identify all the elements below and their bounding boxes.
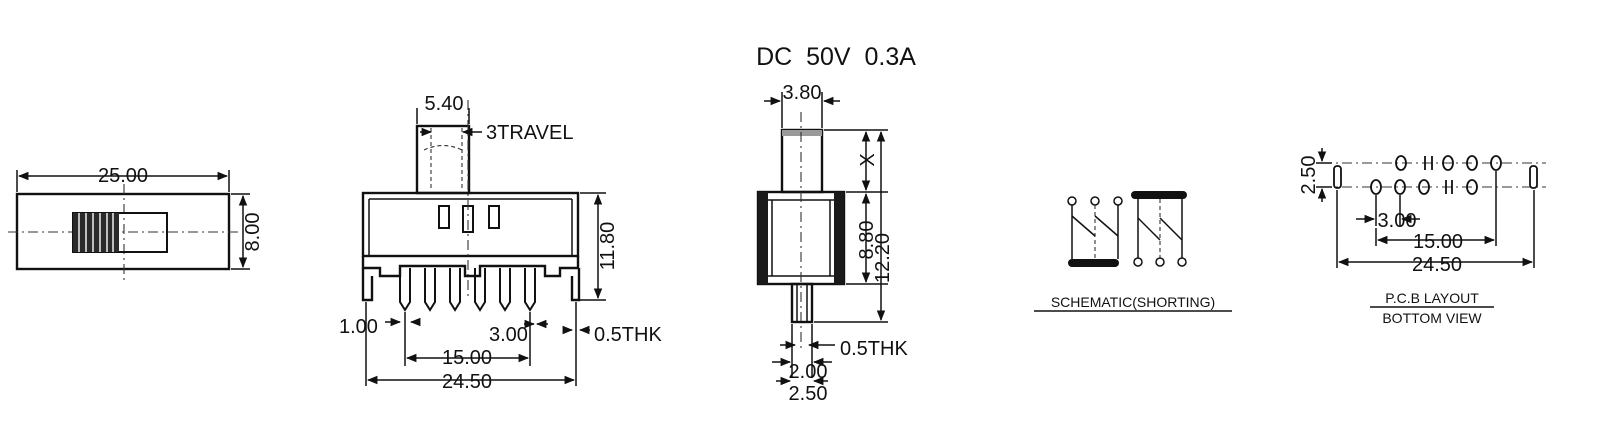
- pcb-label-line2: BOTTOM VIEW: [1382, 310, 1482, 326]
- front-pins: [399, 268, 536, 312]
- overall-width-dim: 24.50: [442, 371, 492, 393]
- pcb-overall: 24.50: [1412, 254, 1462, 276]
- front-thickness: 0.5THK: [594, 324, 662, 346]
- top-height-dim: 8.00: [242, 213, 264, 252]
- travel-label: 3TRAVEL: [486, 122, 573, 144]
- pcb-holes-top: [1395, 155, 1502, 171]
- schematic: SCHEMATIC(SHORTING): [1034, 191, 1232, 312]
- schematic-bar-top: [1131, 191, 1187, 199]
- rating-title: DC 50V 0.3A: [756, 43, 916, 71]
- side-actuator: [780, 128, 824, 194]
- front-housing: [361, 191, 580, 258]
- side-body-height: 8.80: [856, 221, 878, 260]
- pcb-slot-left: [1333, 165, 1342, 189]
- pcb-slot-right: [1529, 165, 1538, 189]
- side-actuator-height: X: [857, 153, 879, 166]
- side-pin-dim-a: 2.00: [789, 361, 828, 383]
- pcb-row-spacing: 2.50: [1298, 156, 1320, 195]
- schematic-label: SCHEMATIC(SHORTING): [1051, 294, 1215, 310]
- pin-pitch-dim: 3.00: [489, 324, 528, 346]
- side-view: 3.80 X 8.80 12.20 0.5THK 2.00 2.50: [756, 82, 908, 405]
- side-total-height: 12.20: [872, 233, 894, 283]
- front-height-dim: 11.80: [597, 222, 619, 271]
- front-actuator-dim: 5.40: [425, 93, 464, 115]
- top-view: 25.00 8.00: [8, 165, 264, 280]
- pcb-layout: 2.50 3.00 15.00 24.50 P.C.B LAYOUT BOTTO…: [1298, 148, 1546, 326]
- front-view: 5.40 3TRAVEL 11.80: [339, 93, 662, 393]
- pcb-pin-span: 15.00: [1413, 231, 1463, 253]
- top-view-actuator: [72, 212, 168, 253]
- front-actuator: [415, 124, 471, 195]
- side-pin: [790, 282, 814, 324]
- pin-span-dim: 15.00: [442, 347, 492, 369]
- pin-width-dim: 1.00: [339, 316, 378, 338]
- pcb-pitch: 3.00: [1378, 210, 1417, 232]
- side-thickness: 0.5THK: [840, 338, 908, 360]
- schematic-bar-bottom: [1068, 259, 1119, 267]
- pcb-label-line1: P.C.B LAYOUT: [1385, 290, 1479, 306]
- side-actuator-dim: 3.80: [783, 82, 822, 104]
- top-width-dim: 25.00: [98, 165, 148, 187]
- pcb-holes-bottom: [1370, 179, 1478, 195]
- side-pin-dim-b: 2.50: [789, 383, 828, 405]
